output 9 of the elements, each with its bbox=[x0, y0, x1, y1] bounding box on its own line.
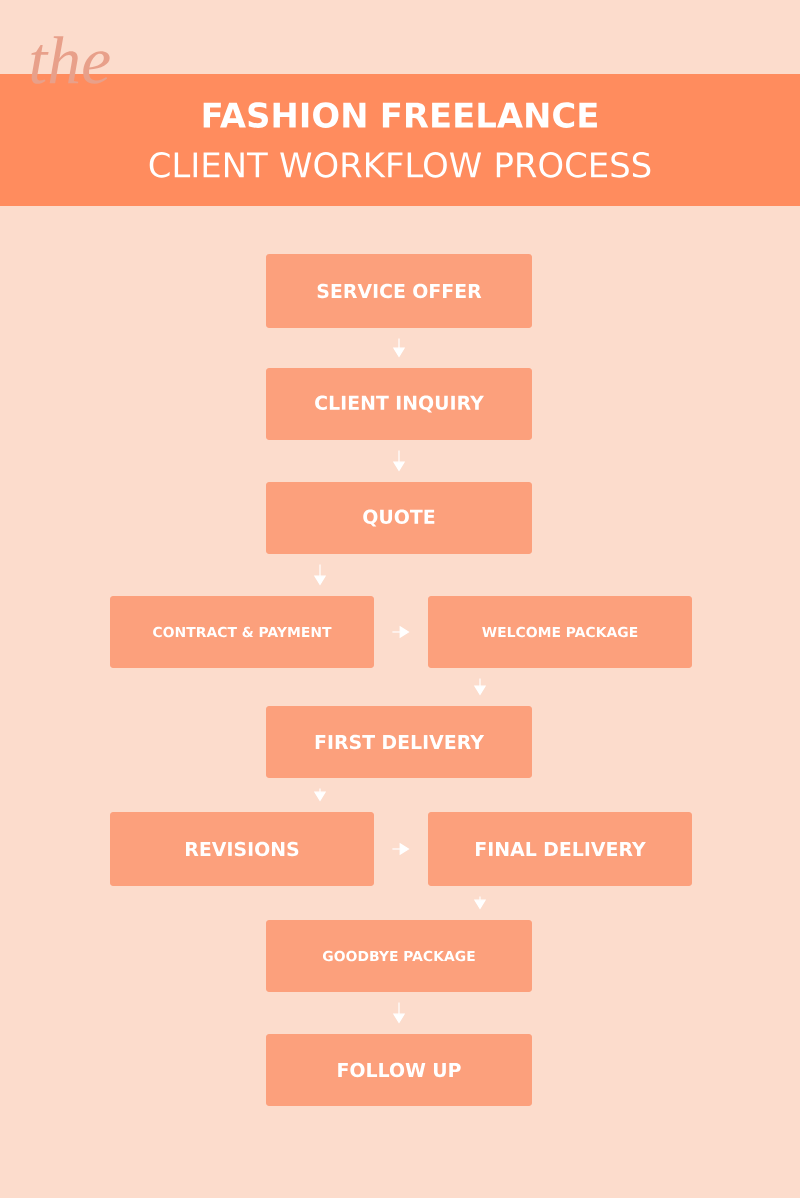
step-box: FINAL DELIVERY bbox=[428, 812, 692, 886]
step-box: SERVICE OFFER bbox=[266, 254, 532, 328]
step-box: FIRST DELIVERY bbox=[266, 706, 532, 778]
step-box: FOLLOW UP bbox=[266, 1034, 532, 1106]
step-box: QUOTE bbox=[266, 482, 532, 554]
step-box: REVISIONS bbox=[110, 812, 374, 886]
step-box: CLIENT INQUIRY bbox=[266, 368, 532, 440]
title: FASHION FREELANCE CLIENT WORKFLOW PROCESS bbox=[149, 102, 651, 178]
script-word: the bbox=[31, 36, 110, 84]
